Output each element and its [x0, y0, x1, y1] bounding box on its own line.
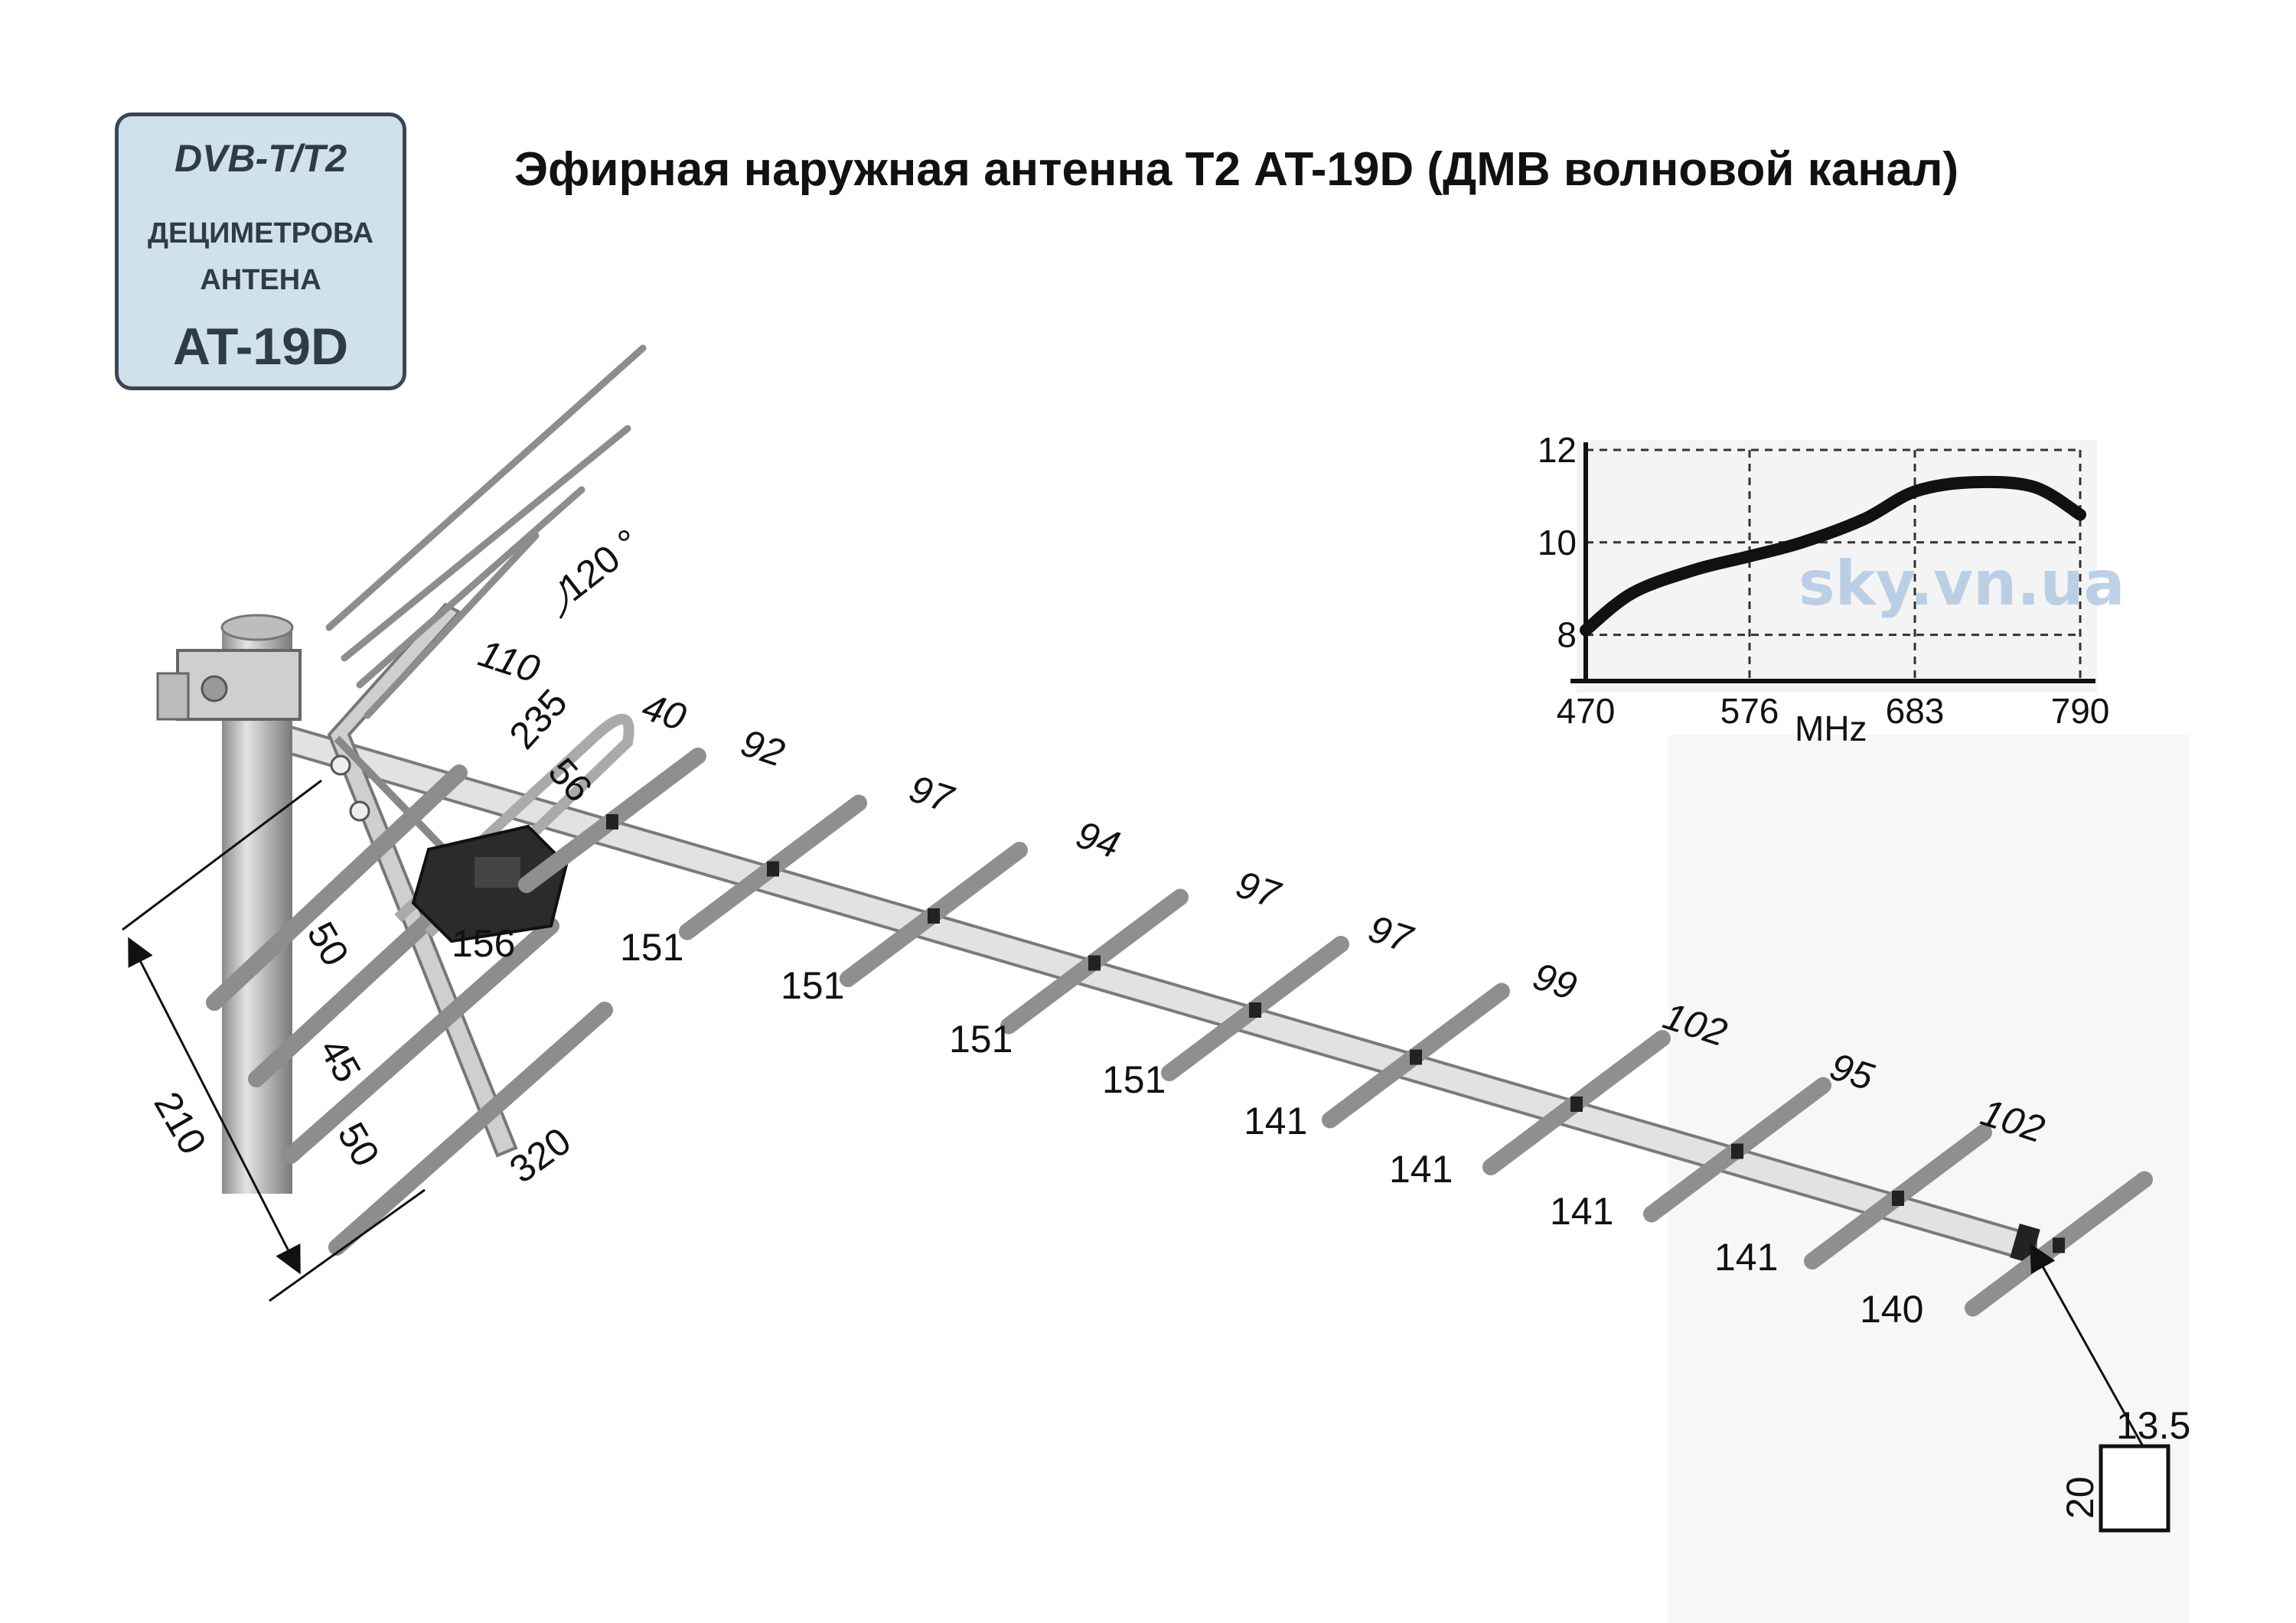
page-title: Эфирная наружная антенна Т2 AT-19D (ДМВ …	[514, 143, 1959, 196]
reflector-rod	[364, 532, 540, 719]
watermark: sky.vn.ua	[1799, 548, 2125, 619]
dipole-length-label: 156	[452, 922, 515, 965]
mast-clamp	[156, 649, 302, 721]
director-clip	[1570, 1097, 1583, 1112]
director-length-label: 141	[1389, 1148, 1453, 1191]
director-elements	[518, 748, 2153, 1317]
director-length-label: 151	[949, 1018, 1013, 1061]
director-length-label: 151	[1102, 1058, 1166, 1101]
y-tick-label: 12	[1538, 430, 1577, 470]
director-length-label: 140	[1860, 1288, 1923, 1331]
reflector-rod-label: 45	[311, 1031, 369, 1090]
director-length-label: 151	[620, 926, 683, 969]
director-spacing-label: 97	[1231, 862, 1287, 917]
gain-chart: sky.vn.ua 470 576 683 790 8 10 12 MHz	[1538, 430, 2125, 748]
badge-standard: DVB-T/T2	[174, 137, 347, 180]
director-length-labels: 151 151 151 151 141 141 141 141 140	[620, 926, 1923, 1331]
gain-curve	[1580, 475, 2086, 637]
y-tick-label: 8	[1557, 615, 1577, 655]
upper-reflector-rods	[325, 344, 647, 719]
chart-grid	[1586, 448, 2082, 681]
x-tick-label: 576	[1720, 691, 1779, 731]
director-length-label: 141	[1714, 1236, 1778, 1279]
director-clip	[2053, 1237, 2065, 1253]
chart-axes	[1570, 442, 2095, 683]
chart-x-axis-label: MHz	[1795, 709, 1867, 748]
director-length-label: 141	[1550, 1190, 1613, 1233]
reflector-dim-label: 235	[501, 681, 576, 757]
director-clip	[606, 814, 618, 829]
boom-width-label: 13.5	[2116, 1404, 2190, 1447]
director-spacing-label: 97	[905, 767, 960, 821]
director-clip	[767, 861, 779, 877]
dimension-lines	[122, 581, 2144, 1447]
x-tick-label: 470	[1557, 691, 1616, 731]
x-tick-label: 683	[1886, 691, 1945, 731]
reflector-dim-label: 40	[638, 685, 691, 739]
reflector-rod	[325, 344, 647, 631]
amplifier-box	[411, 824, 569, 943]
reflector-rod	[341, 425, 631, 662]
director-clip	[928, 908, 940, 924]
x-tick-label: 790	[2051, 691, 2110, 731]
director-spacing-label: 99	[1528, 954, 1582, 1008]
reflector-rod	[282, 917, 559, 1164]
badge-line-2: АНТЕНА	[200, 264, 321, 296]
boom-cross-section	[2099, 1444, 2170, 1533]
reflector-rod	[328, 1002, 613, 1256]
director-clip	[1892, 1191, 1904, 1206]
director-length-label: 141	[1244, 1100, 1307, 1142]
director-clip	[1410, 1049, 1422, 1065]
director-spacing-label: 94	[1071, 813, 1125, 866]
director-clip	[1731, 1143, 1743, 1159]
mast-spacing-label: 210	[145, 1085, 214, 1162]
badge-line-1: ДЕЦИМЕТРОВА	[147, 217, 374, 249]
chart-tick-labels: 470 576 683 790 8 10 12	[1538, 430, 2110, 731]
director-spacing-label: 97	[1364, 907, 1419, 961]
director-length-label: 151	[781, 964, 844, 1007]
boom-height-label: 20	[2059, 1476, 2102, 1519]
reflector-rod	[356, 486, 585, 689]
reflector-frame-label: 320	[502, 1119, 579, 1191]
y-tick-label: 10	[1538, 523, 1577, 562]
director-clip	[1088, 955, 1101, 971]
product-badge: DVB-T/T2 ДЕЦИМЕТРОВА АНТЕНА AT-19D	[115, 112, 406, 390]
director-clip	[1249, 1002, 1261, 1018]
dipole-loop	[394, 713, 634, 938]
director-spacing-label: 92	[736, 721, 790, 775]
reflector-dim-label: 110	[474, 631, 545, 691]
reflector-frame	[327, 602, 518, 1158]
badge-model: AT-19D	[172, 318, 349, 376]
